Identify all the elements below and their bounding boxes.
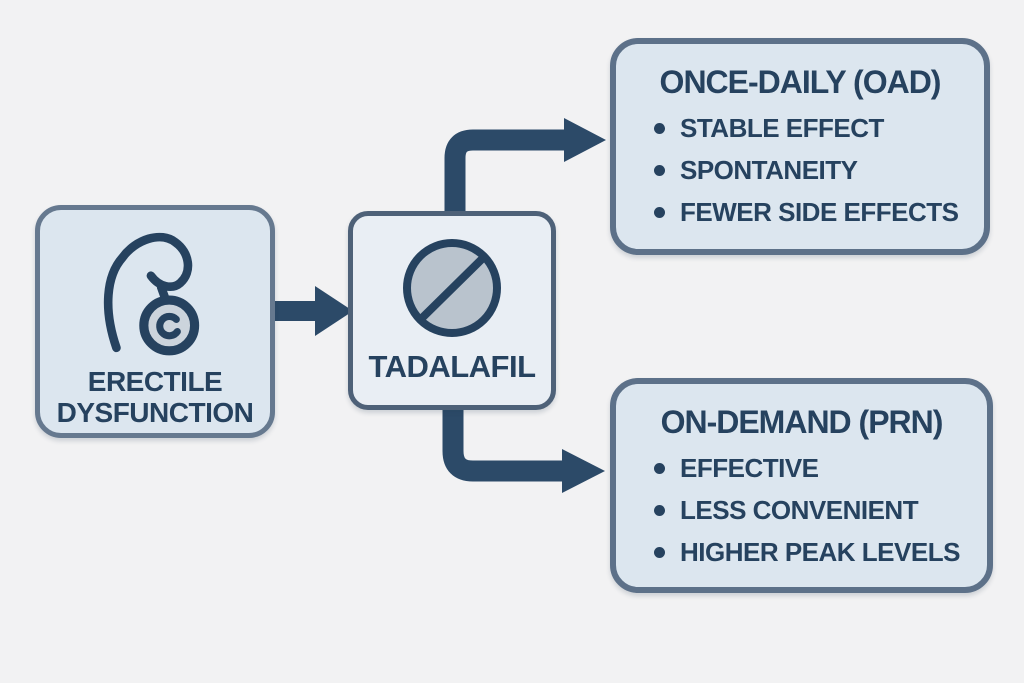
node-on-demand: ON-DEMAND (PRN) EFFECTIVE LESS CONVENIEN… (610, 378, 993, 593)
bullet-text: SPONTANEITY (680, 155, 858, 185)
node-label-condition: ERECTILE DYSFUNCTION (56, 366, 254, 429)
node-erectile-dysfunction: ERECTILE DYSFUNCTION (35, 205, 275, 438)
bullet-dot (654, 547, 665, 558)
list-item: FEWER SIDE EFFECTS (654, 197, 960, 228)
ed-anatomy-icon (103, 232, 200, 356)
bullet-dot (654, 165, 665, 176)
list-item: LESS CONVENIENT (654, 495, 963, 526)
once-daily-bullet-list: STABLE EFFECT SPONTANEITY FEWER SIDE EFF… (654, 113, 960, 228)
bullet-text: LESS CONVENIENT (680, 495, 919, 525)
tablet-icon (403, 239, 501, 337)
arrow-condition-to-drug (270, 286, 353, 336)
option-title-once-daily: ONCE-DAILY (OAD) (659, 64, 942, 100)
bullet-dot (654, 207, 665, 218)
bullet-text: EFFECTIVE (680, 453, 819, 483)
option-title-on-demand: ON-DEMAND (PRN) (660, 404, 944, 440)
bullet-dot (654, 463, 665, 474)
node-label-drug: TADALAFIL (368, 349, 536, 384)
list-item: EFFECTIVE (654, 453, 963, 484)
node-tadalafil: TADALAFIL (348, 211, 556, 410)
bullet-text: HIGHER PEAK LEVELS (680, 537, 960, 567)
connector-drug-to-once-daily (444, 118, 606, 222)
list-item: STABLE EFFECT (654, 113, 960, 144)
bullet-text: STABLE EFFECT (680, 113, 884, 143)
bullet-dot (654, 123, 665, 134)
bullet-dot (654, 505, 665, 516)
bullet-text: FEWER SIDE EFFECTS (680, 197, 959, 227)
connector-drug-to-on-demand (442, 400, 605, 493)
list-item: SPONTANEITY (654, 155, 960, 186)
on-demand-bullet-list: EFFECTIVE LESS CONVENIENT HIGHER PEAK LE… (654, 453, 963, 568)
list-item: HIGHER PEAK LEVELS (654, 537, 963, 568)
node-once-daily: ONCE-DAILY (OAD) STABLE EFFECT SPONTANEI… (610, 38, 990, 255)
